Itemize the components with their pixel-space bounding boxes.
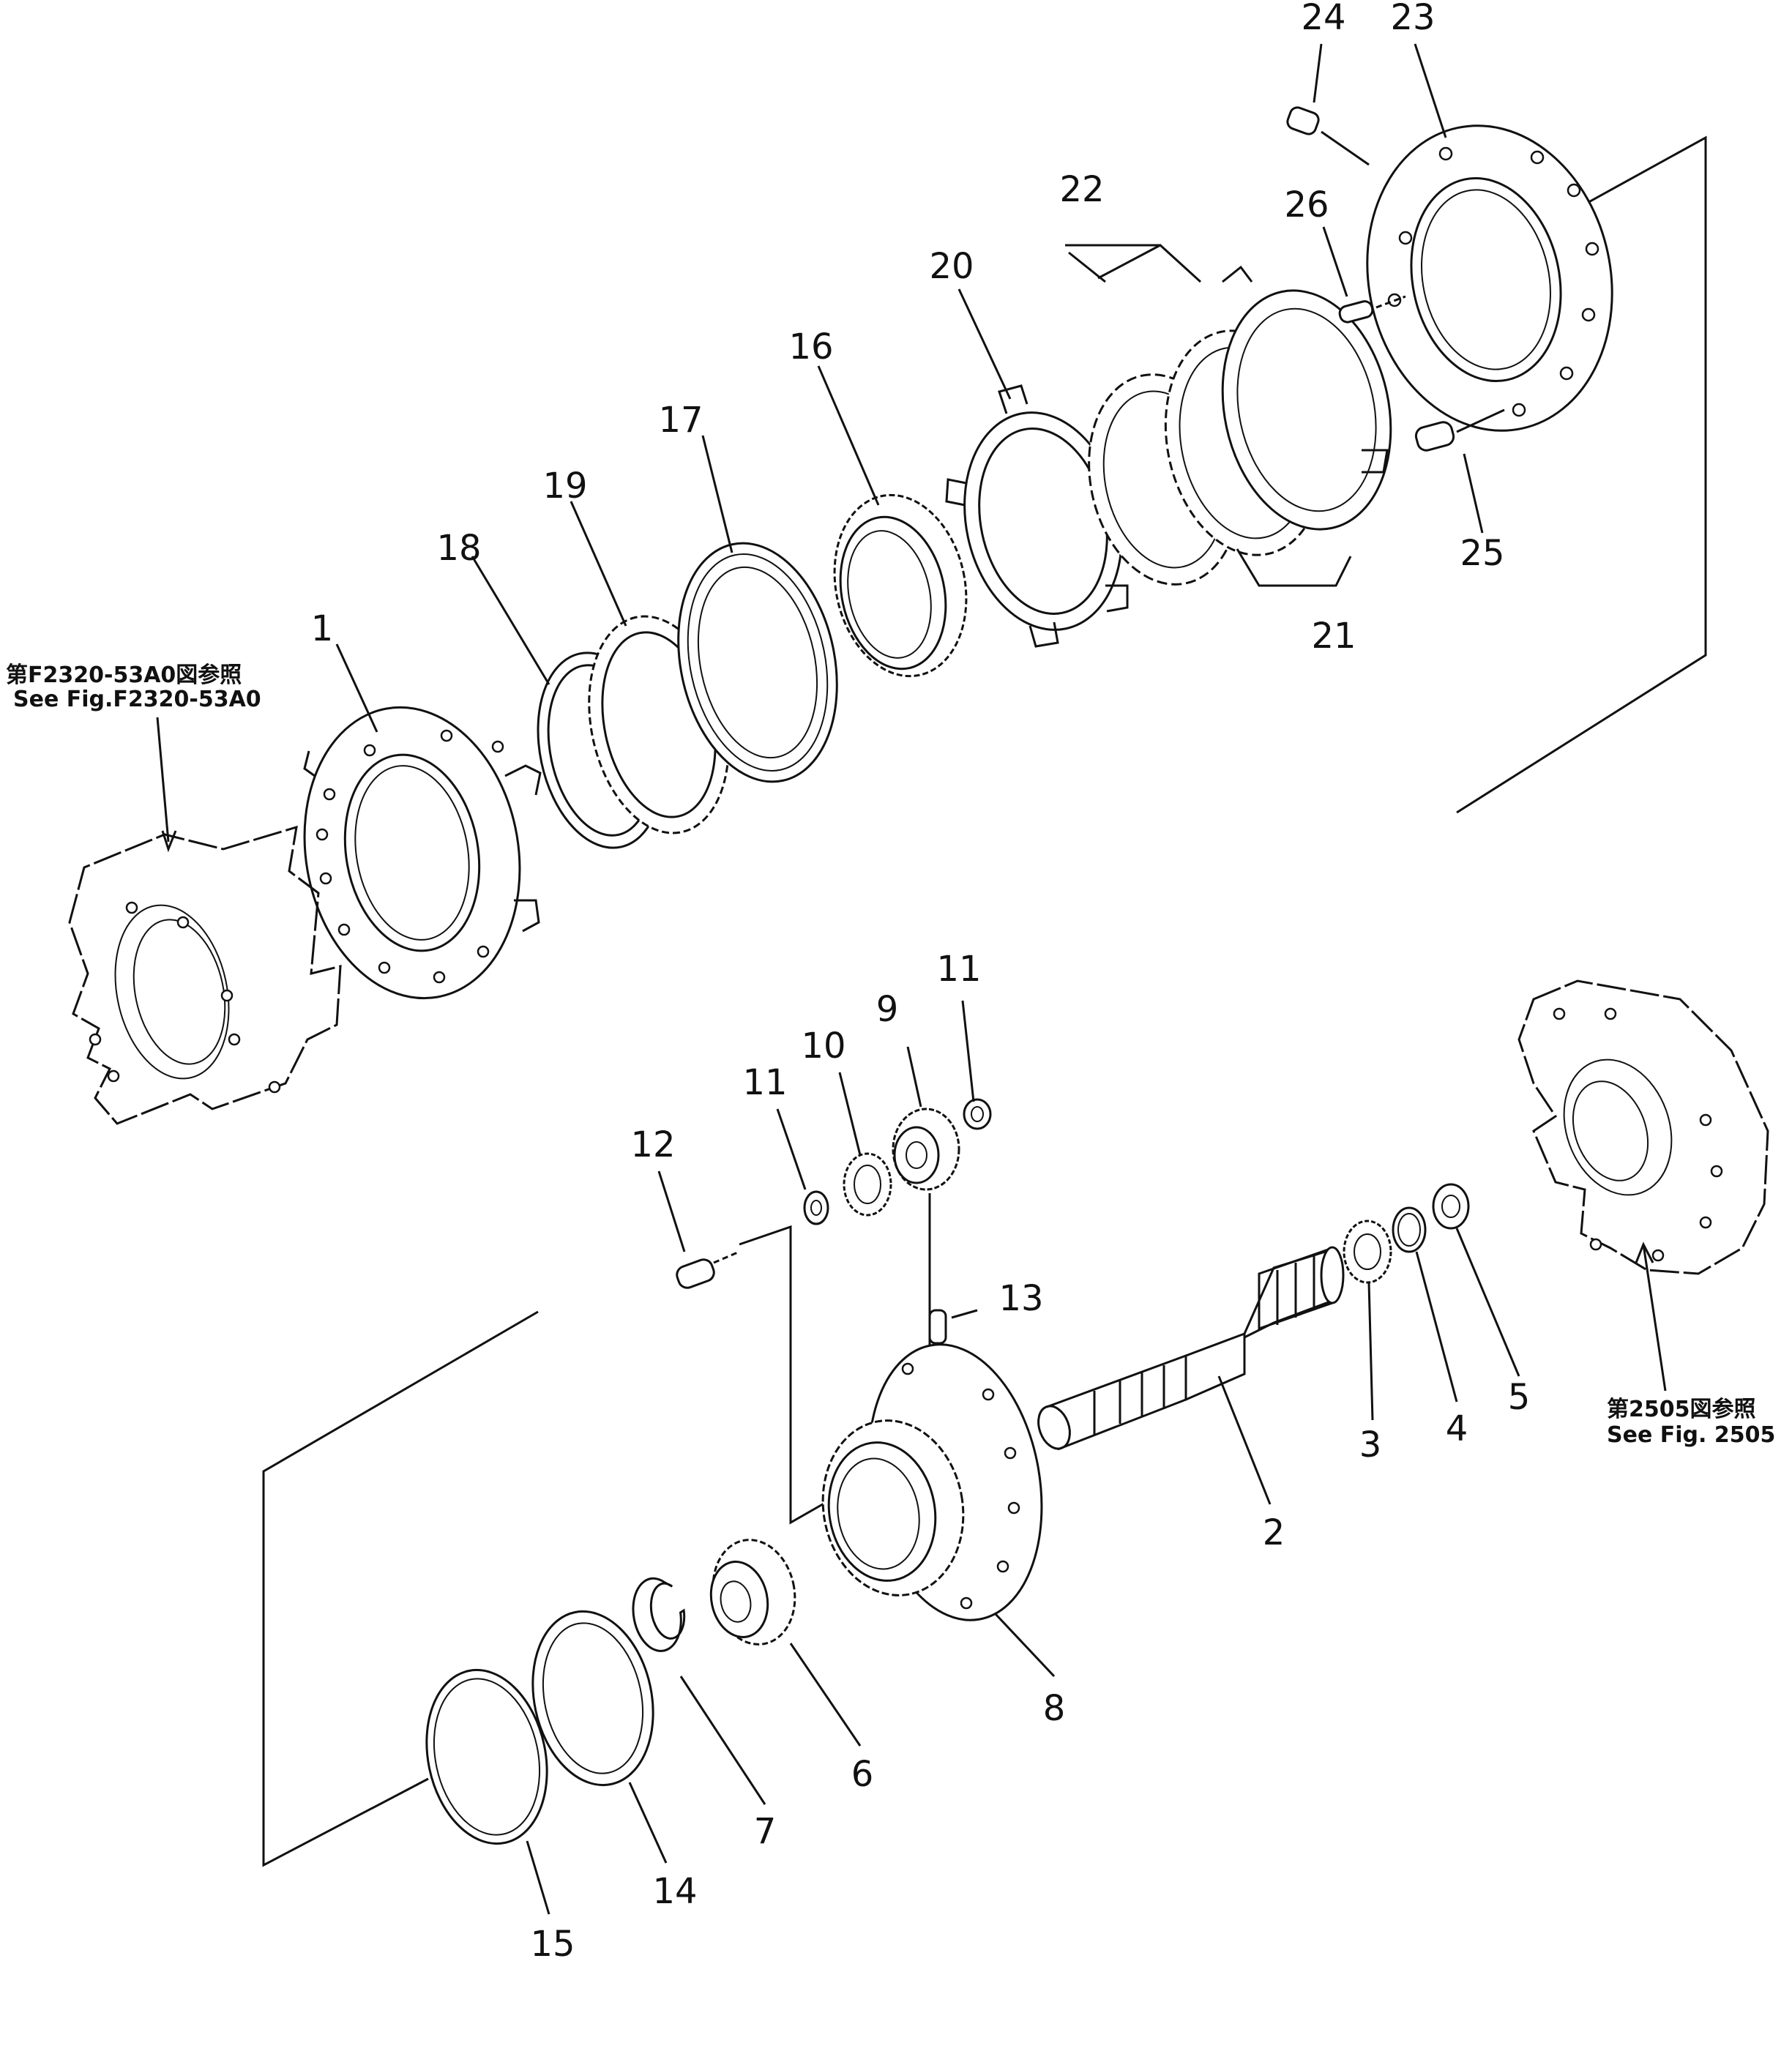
reference-notes: 第F2320-53A0図参照 See Fig.F2320-53A0 第2505図… xyxy=(6,662,1775,1448)
left-reference-en: See Fig.F2320-53A0 xyxy=(13,687,261,712)
callout-4: 4 xyxy=(1446,1408,1468,1449)
part-3-bearing xyxy=(1343,1220,1392,1284)
callout-17: 17 xyxy=(658,400,703,441)
part-10-bearing xyxy=(843,1152,892,1217)
left-reference-jp: 第F2320-53A0図参照 xyxy=(6,662,242,688)
left-reference-housing xyxy=(68,825,342,1125)
callout-10: 10 xyxy=(801,1026,845,1067)
right-reference-housing xyxy=(1517,979,1769,1275)
callout-3: 3 xyxy=(1359,1424,1382,1465)
part-11b-washer xyxy=(963,1098,992,1130)
callout-25: 25 xyxy=(1460,533,1504,574)
callout-labels: 24 23 26 25 22 21 20 16 17 19 18 1 11 9 … xyxy=(311,0,1531,1965)
callout-23: 23 xyxy=(1390,0,1435,38)
callout-13: 13 xyxy=(998,1278,1043,1319)
callout-5: 5 xyxy=(1508,1377,1531,1418)
part-9-bearing xyxy=(892,1108,960,1191)
callout-8: 8 xyxy=(1043,1688,1066,1729)
callout-15: 15 xyxy=(530,1924,575,1965)
part-5-nut xyxy=(1432,1183,1470,1230)
part-16-bearing xyxy=(833,493,968,678)
callout-26: 26 xyxy=(1284,184,1329,225)
callout-19: 19 xyxy=(542,466,587,507)
part-25-spring xyxy=(1414,408,1505,452)
callout-6: 6 xyxy=(851,1754,874,1795)
callout-22: 22 xyxy=(1059,169,1104,210)
part-1-housing xyxy=(303,706,542,1000)
part-24-plug xyxy=(1286,106,1370,166)
callout-2: 2 xyxy=(1263,1512,1285,1553)
part-23-end-plate xyxy=(1366,124,1613,432)
callout-14: 14 xyxy=(652,1871,697,1912)
part-4-ring xyxy=(1392,1206,1427,1253)
part-2-shaft xyxy=(1037,1246,1345,1451)
part-7-snap-ring xyxy=(632,1577,686,1652)
part-15-ring xyxy=(425,1668,548,1845)
callout-11a: 11 xyxy=(742,1062,787,1103)
callout-24: 24 xyxy=(1301,0,1345,38)
part-20-plate xyxy=(945,384,1129,648)
callout-16: 16 xyxy=(788,326,833,367)
upper-group-bracket xyxy=(1456,135,1707,814)
part-14-ring xyxy=(531,1610,654,1787)
callout-21: 21 xyxy=(1311,616,1356,657)
callout-1: 1 xyxy=(311,608,334,649)
right-reference-jp: 第2505図参照 xyxy=(1607,1397,1756,1422)
part-11a-washer xyxy=(803,1190,829,1225)
right-reference-en: See Fig. 2505 xyxy=(1607,1422,1775,1448)
part-12-pin xyxy=(676,1250,740,1289)
part-6-bearing xyxy=(709,1539,796,1646)
callout-18: 18 xyxy=(436,528,481,569)
callout-9: 9 xyxy=(876,989,899,1030)
part-8-carrier xyxy=(821,1343,1043,1621)
callout-12: 12 xyxy=(630,1124,675,1165)
leader-lines xyxy=(156,43,1667,1915)
part-26-pin xyxy=(1338,295,1406,324)
callout-7: 7 xyxy=(754,1811,777,1852)
callout-20: 20 xyxy=(929,246,974,287)
part-17-piston xyxy=(677,542,838,783)
callout-11b: 11 xyxy=(936,949,981,990)
lower-group-bracket xyxy=(262,1225,868,1867)
part-21-plates xyxy=(1164,265,1392,556)
